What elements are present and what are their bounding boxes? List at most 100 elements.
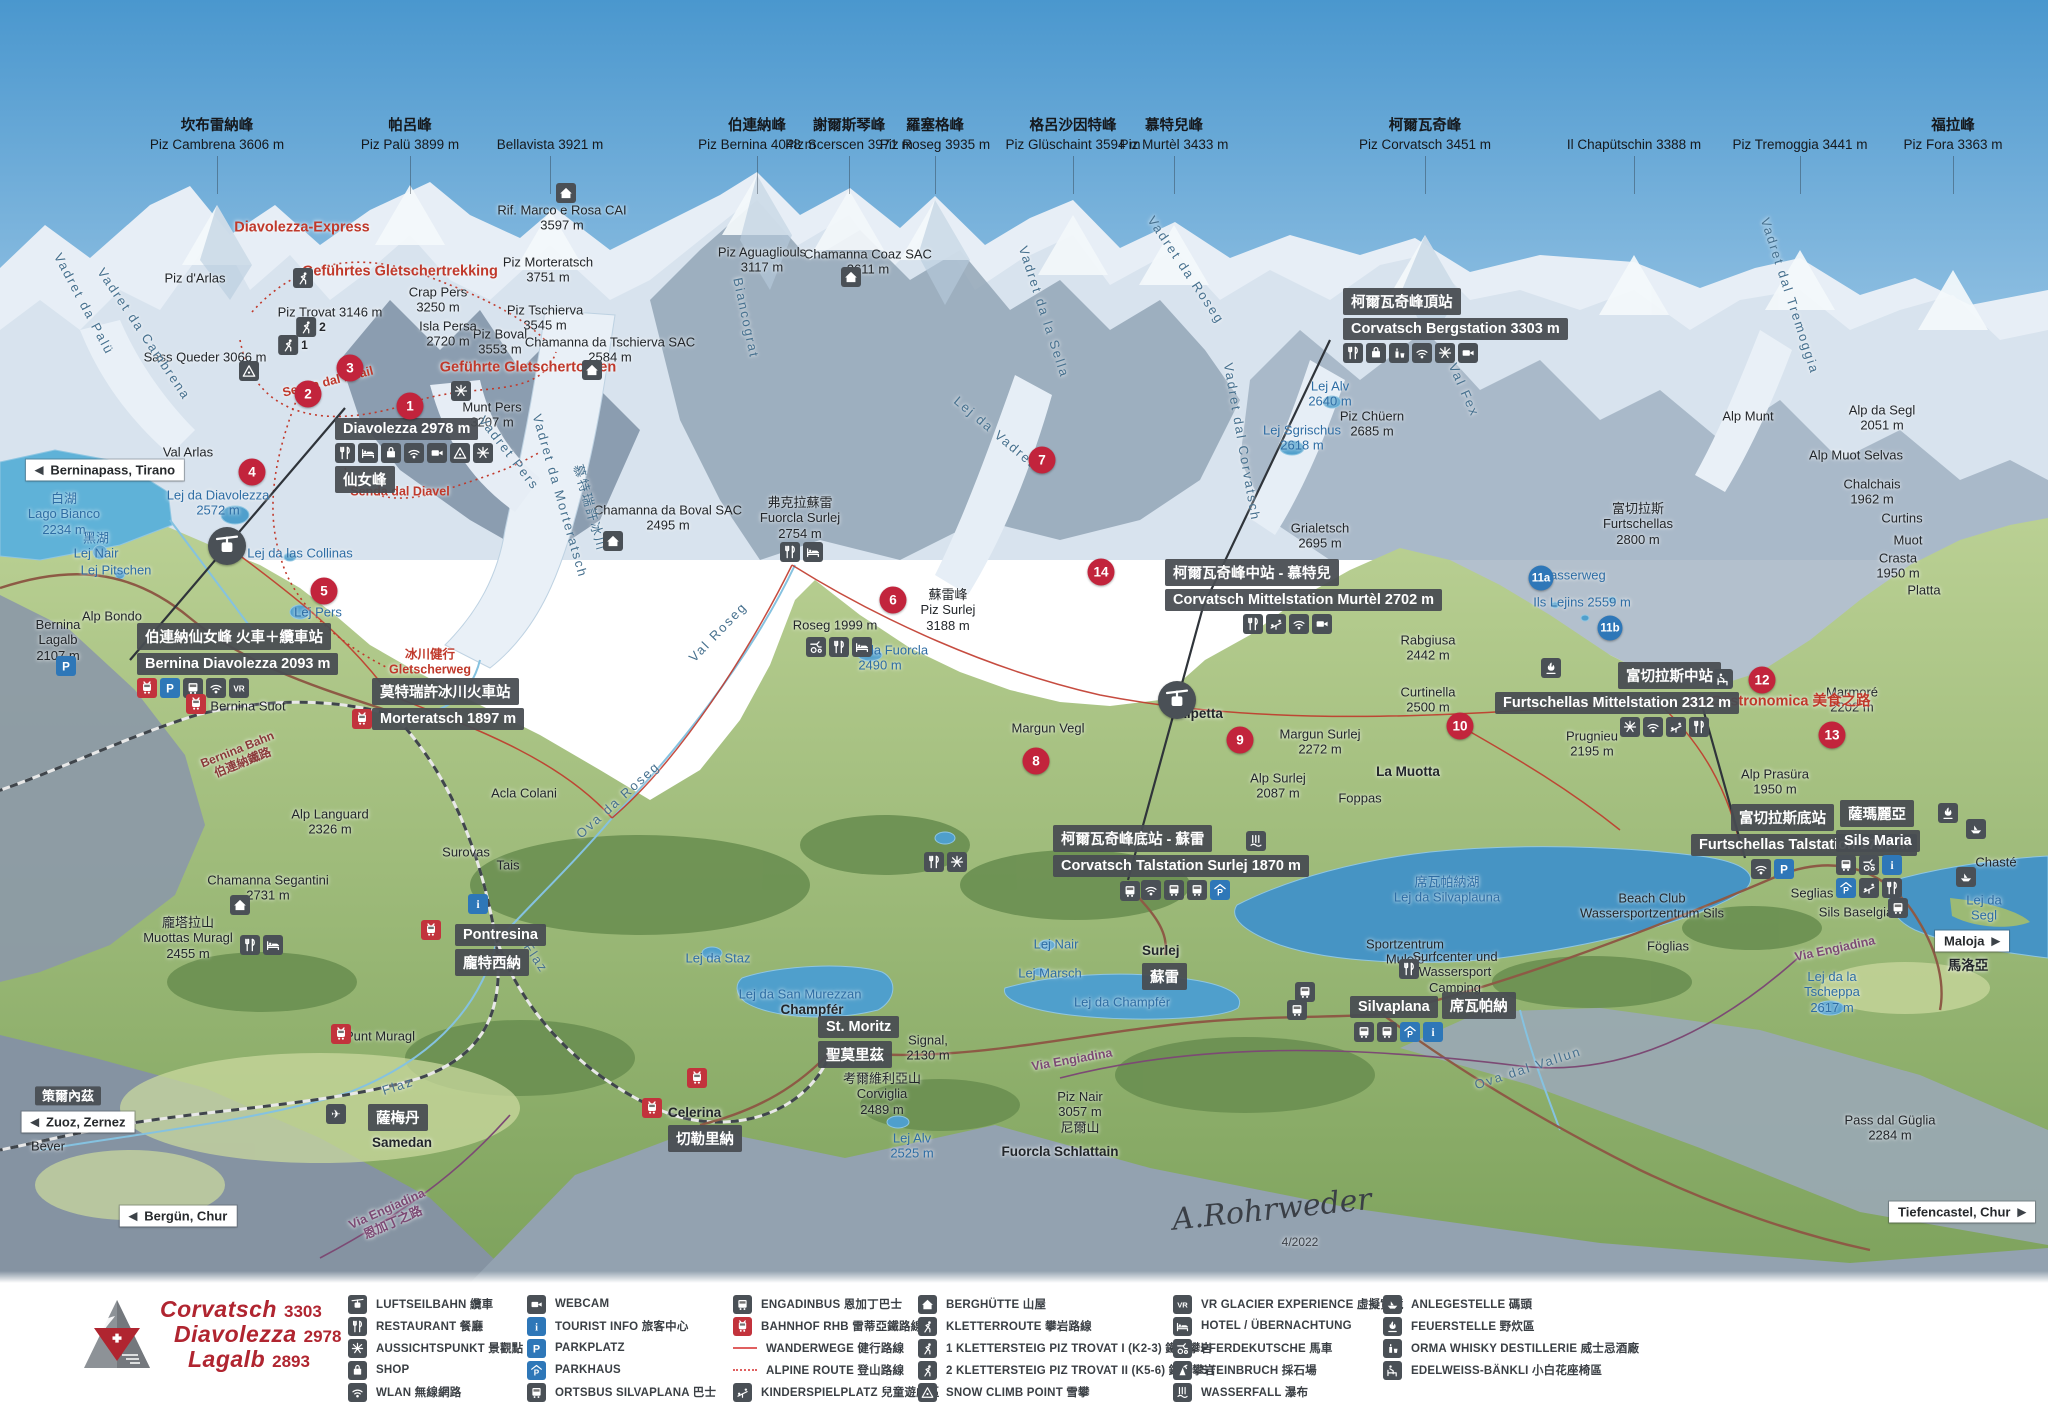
fire-icon [1383, 1316, 1402, 1336]
map-poi [1295, 982, 1315, 1002]
map-label: Lej Pers [294, 604, 342, 620]
legend-column: BERGHÜTTE 山屋 KLETTERROUTE 攀岩路線 1 KLETTERST… [918, 1294, 1216, 1402]
peak-label: Il Chapütschin 3388 m [1567, 112, 1701, 152]
station-name-box: St. Moritz [818, 1016, 900, 1038]
station-row: i [1836, 855, 1920, 875]
station-name-box: 柯爾瓦奇峰中站 - 慕特兒 [1165, 559, 1339, 586]
bus-icon [733, 1294, 752, 1314]
playground-icon [1859, 878, 1879, 898]
map-poi [1938, 803, 1958, 823]
map-poi [1713, 669, 1733, 689]
restaurant-icon [1243, 614, 1263, 634]
legend-item: KINDERSPIELPLATZ 兒童遊戲區 [733, 1382, 940, 1402]
station-name-box: 龐特西納 [455, 949, 529, 976]
train-icon [421, 920, 441, 940]
shop-icon [1366, 343, 1386, 363]
map-label: Bever [31, 1138, 65, 1154]
station-row: Corvatsch Mittelstation Murtèl 2702 m [1165, 589, 1443, 611]
peak-label-name: Piz Murtèl 3433 m [1119, 137, 1229, 152]
poi-marker-3: 3 [336, 354, 364, 382]
station-pontresina: Pontresina 龐特西納 [455, 924, 546, 979]
map-poi [421, 920, 441, 940]
restaurant-icon [1399, 959, 1419, 979]
map-label: Lej da Staz [685, 950, 751, 966]
map-label: La Muotta [1376, 764, 1440, 780]
parking-icon: P [1774, 859, 1794, 879]
map-label: Lej da Vadret [951, 393, 1040, 471]
station-row: Sils Maria [1836, 830, 1920, 852]
arrow-right-icon: ▶ [1991, 935, 2000, 948]
peak-label-zh: 謝爾斯琴峰 [812, 118, 886, 134]
map-label: Piz Nair 3057 m 尼爾山 [1057, 1089, 1103, 1135]
train-icon [642, 1098, 662, 1118]
peak-tick-line [935, 156, 936, 194]
map-label: Sass Queder 3066 m [143, 349, 267, 365]
peak-label-name: Piz Cambrena 3606 m [149, 137, 285, 152]
map-label: Ova dal Vallun [1472, 1043, 1584, 1093]
bus-icon [1120, 881, 1140, 901]
map-label: 考爾維利亞山 Corviglia 2489 m [842, 1071, 922, 1117]
legend-item: ORTSBUS SILVAPLANA 巴士 [527, 1382, 716, 1402]
map-poi [642, 1098, 662, 1118]
legend-item-label: ENGADINBUS 恩加丁巴士 [761, 1299, 903, 1311]
map-label: Alp da Segl 2051 m [1848, 402, 1916, 433]
legend-item: BERGHÜTTE 山屋 [918, 1294, 1216, 1314]
map-label: Flaz [380, 1073, 416, 1099]
station-row: Morteratsch 1897 m [372, 708, 525, 730]
station-row: 柯爾瓦奇峰頂站 [1343, 288, 1568, 315]
legend-item-label: 1 KLETTERSTEIG PIZ TROVAT I (K2-3) 鐵索攀岩 [946, 1343, 1213, 1355]
station-name-box: Morteratsch 1897 m [372, 708, 525, 730]
legend-item-label: KLETTERROUTE 攀岩路線 [946, 1321, 1092, 1333]
train-icon [687, 1068, 707, 1088]
svg-text:P: P [534, 1368, 540, 1377]
map-label: Signal, 2130 m [906, 1032, 950, 1063]
map-poi: 2 [296, 317, 326, 337]
arrow-left-icon: ◀ [30, 1116, 40, 1129]
parking-icon: P [527, 1338, 546, 1358]
legend-item-label: ORMA WHISKY DESTILLERIE 威士忌酒廠 [1411, 1343, 1640, 1355]
map-label: Chalchais 1962 m [1843, 476, 1901, 507]
playground-icon [733, 1382, 752, 1402]
wifi-icon [1751, 859, 1771, 879]
peak-label-zh: 帕呂峰 [388, 118, 432, 134]
bench-icon [1713, 669, 1733, 689]
map-label: Alp Surlej 2087 m [1250, 770, 1306, 801]
shop-icon [348, 1360, 367, 1380]
map-label: Geführte Gletschertouren [439, 359, 617, 376]
map-label: 黑湖 Lej Nair [73, 530, 119, 561]
bus-icon [1164, 880, 1184, 900]
shop-icon [381, 443, 401, 463]
map-label: 弗克拉蘇雷 Fuorcla Surlej 2754 m [759, 495, 841, 541]
map-label: Piz Chüern 2685 m [1339, 408, 1405, 439]
snowclimb-icon [450, 443, 470, 463]
poi-marker-6: 6 [879, 586, 907, 614]
cablecar-circle-icon [208, 527, 246, 565]
carriage-icon [1859, 855, 1879, 875]
webcam-icon [1312, 614, 1332, 634]
station-name-box: Pontresina [455, 924, 546, 946]
direction-sign: ◀Zuoz, Zernez [21, 1111, 135, 1133]
fire-icon [1938, 803, 1958, 823]
bus-icon [183, 678, 203, 698]
station-name-box: 席瓦帕納 [1441, 992, 1516, 1019]
map-label: Lej Pitschen [80, 562, 152, 578]
map-label: 席瓦帕納湖 Lej da Silvaplauna [1393, 874, 1501, 905]
map-poi: 1 [278, 335, 308, 355]
station-row: 富切拉斯底站 [1731, 804, 1917, 831]
map-poi [186, 694, 206, 714]
map-label: Piz Aguagliouls 3117 m [717, 244, 807, 275]
station-row: 薩瑪麗亞 [1840, 800, 1920, 827]
arrow-left-icon: ◀ [128, 1210, 138, 1223]
peak-label-zh: 格呂沙因特峰 [1029, 118, 1117, 134]
